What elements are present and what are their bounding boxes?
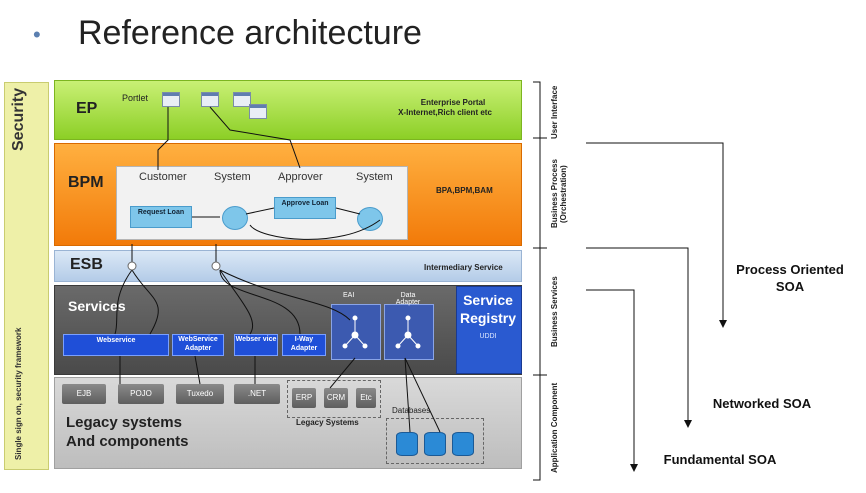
legacy-title-2: And components: [66, 433, 189, 450]
data-adapter-label: Data Adapter: [395, 292, 421, 306]
ep-label: EP: [76, 100, 98, 117]
portlet-window-icon: [201, 92, 219, 107]
system-node: [357, 207, 383, 231]
service-registry: [456, 286, 522, 374]
registry-line2: Registry: [459, 310, 517, 326]
legacy-systems-group: [287, 380, 381, 418]
esb-desc: Intermediary Service: [424, 263, 503, 272]
databases-label: Databases: [392, 406, 431, 415]
legacy-tuxedo: Tuxedo: [176, 384, 224, 404]
portlet-label: Portlet: [122, 93, 149, 103]
tier-business-process: Business Process (Orchestration): [550, 159, 568, 229]
portlet-window-icon: [162, 92, 180, 107]
system-crm: CRM: [324, 388, 348, 408]
registry-line1: Service: [463, 292, 513, 308]
services-label: Services: [68, 298, 126, 314]
legacy-systems-label: Legacy Systems: [296, 418, 359, 427]
databases-group: [386, 418, 484, 464]
ws-adapter-box: WebService Adapter: [172, 334, 224, 356]
soa-process-line2: SOA: [775, 279, 805, 294]
system-etc: Etc: [356, 388, 376, 408]
soa-networked: Networked SOA: [712, 396, 812, 411]
ep-desc-1: Enterprise Portal: [420, 98, 486, 107]
legacy-title-1: Legacy systems: [66, 414, 182, 431]
soa-process-line1: Process Oriented: [736, 262, 844, 277]
tier-business-services: Business Services: [550, 276, 559, 348]
legacy-net: .NET: [234, 384, 280, 404]
legacy-ejb: EJB: [62, 384, 106, 404]
database-icon: [396, 432, 418, 456]
lane-system: System: [356, 171, 393, 183]
bpm-label: BPM: [68, 174, 104, 191]
ep-layer: [54, 80, 522, 140]
webservice2-box: Webser vice: [234, 334, 278, 356]
bpm-tags: BPA,BPM,BAM: [436, 186, 493, 195]
eai-label: EAI: [343, 292, 355, 299]
system-erp: ERP: [292, 388, 316, 408]
services-layer: [54, 285, 522, 375]
security-bar: [4, 82, 49, 470]
legacy-pojo: POJO: [118, 384, 164, 404]
lane-customer: Customer: [139, 171, 187, 183]
uddi-label: UDDI: [479, 333, 497, 340]
task-request-loan: Request Loan: [130, 206, 192, 228]
tier-user-interface: User Interface: [550, 85, 559, 139]
soa-fundamental: Fundamental SOA: [663, 452, 777, 467]
database-icon: [424, 432, 446, 456]
lane-system: System: [214, 171, 251, 183]
slide-title: Reference architecture: [78, 14, 422, 52]
esb-label: ESB: [70, 256, 103, 273]
ep-desc-2: X-Internet,Rich client etc: [398, 108, 492, 117]
portlet-window-icon: [233, 92, 251, 107]
system-node: [222, 206, 248, 230]
portlet-window-icon: [249, 104, 267, 119]
lane-approver: Approver: [278, 171, 323, 183]
task-approve-loan: Approve Loan: [274, 197, 336, 219]
webservice-box: Webservice: [63, 334, 169, 356]
database-icon: [452, 432, 474, 456]
iway-adapter-box: I-Way Adapter: [282, 334, 326, 356]
tier-application-component: Application Component: [550, 382, 559, 474]
title-bullet: •: [33, 22, 41, 47]
